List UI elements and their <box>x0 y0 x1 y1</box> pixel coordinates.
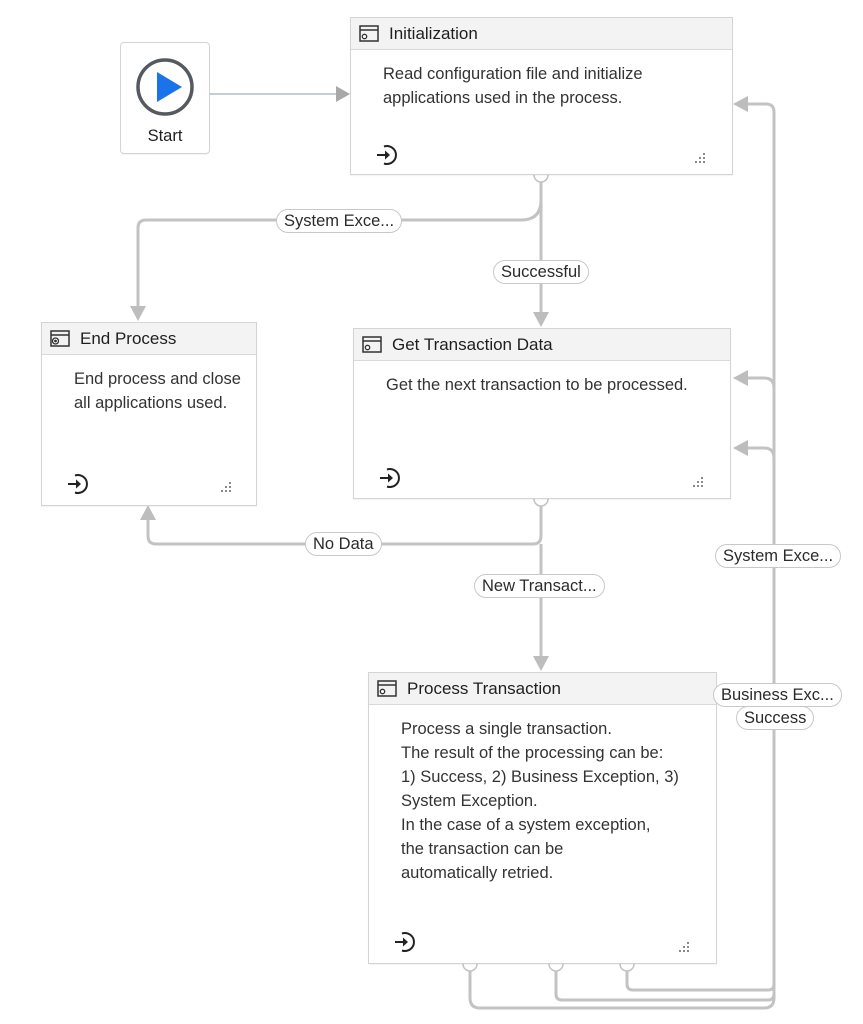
transition-label-init-system-exception[interactable]: System Exce... <box>276 209 403 233</box>
wire-init-system-exception[interactable] <box>136 199 543 308</box>
description-line: automatically retried. <box>401 864 554 882</box>
final-state-icon <box>50 330 70 347</box>
state-description: Get the next transaction to be processed… <box>386 376 688 394</box>
arrowhead-get-transaction-right-lower <box>733 440 748 456</box>
description-line: the transaction can be <box>401 840 564 858</box>
transition-label-get-new-transaction[interactable]: New Transact... <box>474 574 605 598</box>
arrowhead-end-process-top <box>130 306 146 321</box>
entry-action-icon[interactable] <box>378 465 404 491</box>
entry-action-icon[interactable] <box>393 929 419 955</box>
state-process-transaction[interactable]: Process Transaction Process a single tra… <box>368 672 717 964</box>
state-initialization[interactable]: Initialization Read configuration file a… <box>350 17 733 175</box>
arrowhead-get-transaction-right-upper <box>733 370 748 386</box>
state-icon <box>359 25 379 42</box>
transition-label-get-no-data[interactable]: No Data <box>305 532 382 556</box>
description-line: In the case of a system exception, <box>401 816 651 834</box>
arrowhead-end-process-bottom <box>140 505 156 520</box>
state-header: End Process <box>42 323 256 355</box>
resize-grip-icon[interactable] <box>694 152 706 164</box>
state-header: Get Transaction Data <box>354 329 730 361</box>
transition-label-init-successful[interactable]: Successful <box>493 260 589 284</box>
state-title: End Process <box>80 328 177 348</box>
transition-label-process-system-exception[interactable]: System Exce... <box>715 544 842 568</box>
state-description: End process and close all applications u… <box>74 370 241 412</box>
arrowhead-process-transaction-top <box>533 656 549 671</box>
state-end-process[interactable]: End Process End process and close all ap… <box>41 322 257 506</box>
state-title: Process Transaction <box>407 678 562 698</box>
state-description: Process a single transaction. The result… <box>401 717 710 885</box>
state-description: Read configuration file and initialize a… <box>383 65 643 107</box>
arrowhead-get-transaction-top <box>533 312 549 327</box>
description-line: The result of the processing can be: <box>401 744 664 762</box>
wire-process-business-exception-loop[interactable] <box>554 966 776 1002</box>
wire-loop-to-get-lower[interactable] <box>746 446 776 459</box>
description-line: 1) Success, 2) Business Exception, 3) <box>401 768 679 786</box>
state-header: Process Transaction <box>369 673 716 705</box>
wire-process-system-exception-loop[interactable] <box>625 966 776 992</box>
resize-grip-icon[interactable] <box>678 941 690 953</box>
arrowhead-initialization-right <box>733 96 748 112</box>
wire-loop-to-get-upper[interactable] <box>746 376 776 389</box>
resize-grip-icon[interactable] <box>692 476 704 488</box>
wire-process-success-loop[interactable] <box>468 102 776 1010</box>
state-get-transaction-data[interactable]: Get Transaction Data Get the next transa… <box>353 328 731 499</box>
start-node[interactable]: Start <box>120 42 210 154</box>
transition-label-process-business-exception[interactable]: Business Exc... <box>713 683 842 707</box>
arrowhead-initialization-left <box>336 86 350 102</box>
state-title: Get Transaction Data <box>392 334 553 354</box>
entry-action-icon[interactable] <box>375 142 401 168</box>
entry-action-icon[interactable] <box>66 471 92 497</box>
resize-grip-icon[interactable] <box>220 481 232 493</box>
transition-label-process-success[interactable]: Success <box>736 706 815 730</box>
state-header: Initialization <box>351 18 732 50</box>
state-icon <box>362 336 382 353</box>
start-label: Start <box>147 127 183 145</box>
description-line: Process a single transaction. <box>401 720 612 738</box>
state-icon <box>377 680 397 697</box>
play-circle-icon <box>136 58 194 116</box>
state-title: Initialization <box>389 23 478 43</box>
description-line: System Exception. <box>401 792 538 810</box>
